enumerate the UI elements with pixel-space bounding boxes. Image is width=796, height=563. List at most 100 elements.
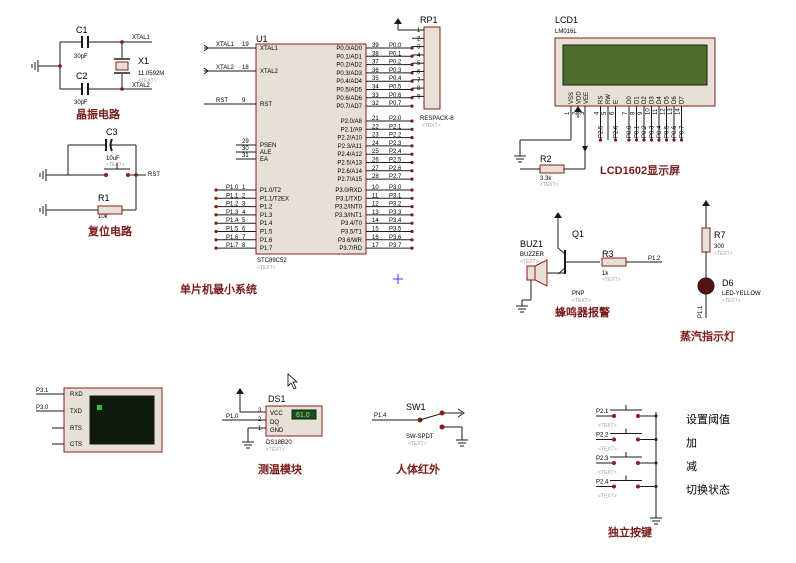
- lcd-net-label: P0.0: [627, 125, 633, 138]
- terminal-pin-name: RTS: [70, 426, 82, 432]
- mcu-text-tag: <TEXT>: [257, 265, 276, 271]
- lcd-pin-num: 5: [602, 111, 608, 115]
- mcu-right-net-label: P3.3: [389, 210, 402, 216]
- mcu-pin-num: 9: [242, 98, 246, 104]
- r2-text-tag: <TEXT>: [540, 182, 559, 188]
- mcu-pin-num: 38: [372, 51, 379, 57]
- mcu-pin-name: P0.3/AD3: [336, 71, 362, 77]
- lcd-pin-name: D0: [627, 96, 633, 104]
- mcu-pin-num: 26: [372, 158, 379, 164]
- lcd-ref: LCD1: [555, 15, 578, 25]
- mcu-pin-num: 25: [372, 149, 379, 155]
- lcd-pin-num: 1: [565, 111, 571, 115]
- rp1-pin-num: 8: [417, 86, 421, 92]
- lcd-pin-name: D5: [665, 96, 671, 104]
- mcu-p1-net-label: P1.7: [226, 243, 239, 249]
- mcu-pin-name: P0.6/AD6: [336, 96, 362, 102]
- mcu-pin-num: 17: [372, 243, 379, 249]
- lcd-pin-num: 14: [676, 108, 682, 115]
- mcu-right-net-label: P0.0: [389, 43, 402, 49]
- mcu-pin-num: 27: [372, 166, 379, 172]
- mcu-pin-num: 24: [372, 141, 379, 147]
- mcu-pin-name: P0.0/AD0: [336, 46, 362, 52]
- sw-part-label: SW-SPDT: [406, 434, 434, 440]
- r7-ref: R7: [714, 230, 726, 240]
- mcu-right-net-label: P2.2: [389, 133, 402, 139]
- c1-value: 30pF: [74, 54, 88, 60]
- mcu-pin-name: P1.6: [260, 238, 273, 244]
- lcd-pin-num: 6: [610, 111, 616, 115]
- lcd-pin-num: 9: [638, 111, 644, 115]
- lcd-pin-num: 2: [573, 111, 579, 115]
- lcd-net-label: P0.7: [680, 125, 686, 138]
- lcd-part-label: LM016L: [555, 29, 577, 35]
- mcu-pin-num: 22: [372, 124, 379, 130]
- lcd-caption: LCD1602显示屏: [600, 164, 680, 177]
- rp1-pin-num: 7: [417, 78, 421, 84]
- ds-pin-num-3: 3: [258, 408, 262, 414]
- q1-part-label: PNP: [572, 291, 584, 297]
- mcu-right-net-label: P0.2: [389, 60, 402, 66]
- mcu-right-net-label: P0.3: [389, 68, 402, 74]
- buzzer-circuit: BUZ1 BUZZER <TEXT> Q1 PNP <TEXT> R3 1k <…: [515, 211, 662, 319]
- mcu-pin-num: 32: [372, 101, 379, 107]
- r1-ref: R1: [98, 193, 110, 203]
- mcu-pin-name: P3.3/INT1: [335, 213, 363, 219]
- rp1-pin-num: 1: [417, 28, 421, 34]
- mcu-right-net-label: P2.1: [389, 124, 402, 130]
- reset-caption: 复位电路: [87, 224, 133, 238]
- key-text-tag: <TEXT>: [598, 423, 617, 429]
- mcu-pin-num: 34: [372, 85, 379, 91]
- mcu-pin-num: 30: [242, 146, 249, 152]
- mcu-pin-num: 28: [372, 174, 379, 180]
- r2-value: 3.3k: [540, 176, 552, 182]
- mcu-pin-name: PSEN: [260, 143, 276, 149]
- mcu-caption: 单片机最小系统: [180, 282, 257, 296]
- led-icon: [697, 277, 715, 295]
- mcu-pin-name: P0.1/AD1: [336, 54, 362, 60]
- r3-text-tag: <TEXT>: [602, 277, 621, 283]
- rp1-pin-num: 9: [417, 94, 421, 100]
- term-rxd-net: P3.1: [36, 388, 49, 394]
- lcd-pin-num: 12: [661, 108, 667, 115]
- c2-ref: C2: [76, 71, 88, 81]
- crystal-caption: 晶振电路: [76, 107, 121, 121]
- mcu-pin-name: P0.4/AD4: [336, 79, 362, 85]
- mcu-pin-num: 7: [242, 235, 246, 241]
- lcd-net-label: P2.6: [614, 125, 620, 138]
- mcu-right-net-label: P0.4: [389, 76, 402, 82]
- u1-ref: U1: [256, 34, 268, 44]
- lcd-pin-name: RS: [599, 96, 605, 104]
- r2-ref: R2: [540, 154, 552, 164]
- terminal-screen: [89, 395, 155, 445]
- mcu-pin-name: EA: [260, 157, 268, 163]
- rp1-pin-num: 5: [417, 61, 421, 67]
- ds-part-label: DS18B20: [266, 440, 292, 446]
- mcu-pin-num: 1: [242, 185, 246, 191]
- lcd-pin-name: VSS: [569, 92, 575, 104]
- xtal1-net-label: XTAL1: [132, 35, 151, 41]
- q1-text-tag: <TEXT>: [572, 298, 591, 304]
- keys-caption: 独立按键: [607, 525, 653, 539]
- mcu-right-net-label: P3.6: [389, 235, 402, 241]
- lcd-pin-name: D6: [672, 96, 678, 104]
- ground-icon: [649, 511, 663, 525]
- lcd-pin-name: RW: [606, 94, 612, 104]
- lcd-pin-num: 10: [646, 108, 652, 115]
- led-net-label: P1.1: [698, 305, 704, 318]
- mcu-left-net-label: XTAL2: [216, 65, 235, 71]
- mcu-p1-net-label: P1.0: [226, 185, 239, 191]
- mcu-pin-num: 18: [242, 65, 249, 71]
- power-arrow-icon: [393, 17, 403, 31]
- mcu-pin-name: P2.4/A12: [337, 152, 362, 158]
- key-net-label: P2.3: [596, 456, 609, 462]
- mcu-left-net-label: RST: [216, 98, 228, 104]
- lcd-net-label: P0.4: [657, 125, 663, 138]
- c3-text-tag: <TEXT>: [106, 162, 125, 168]
- sw-text-tag: <TEXT>: [408, 441, 427, 447]
- mcu-pin-name: P1.4: [260, 221, 273, 227]
- mcu-right-net-label: P0.7: [389, 101, 402, 107]
